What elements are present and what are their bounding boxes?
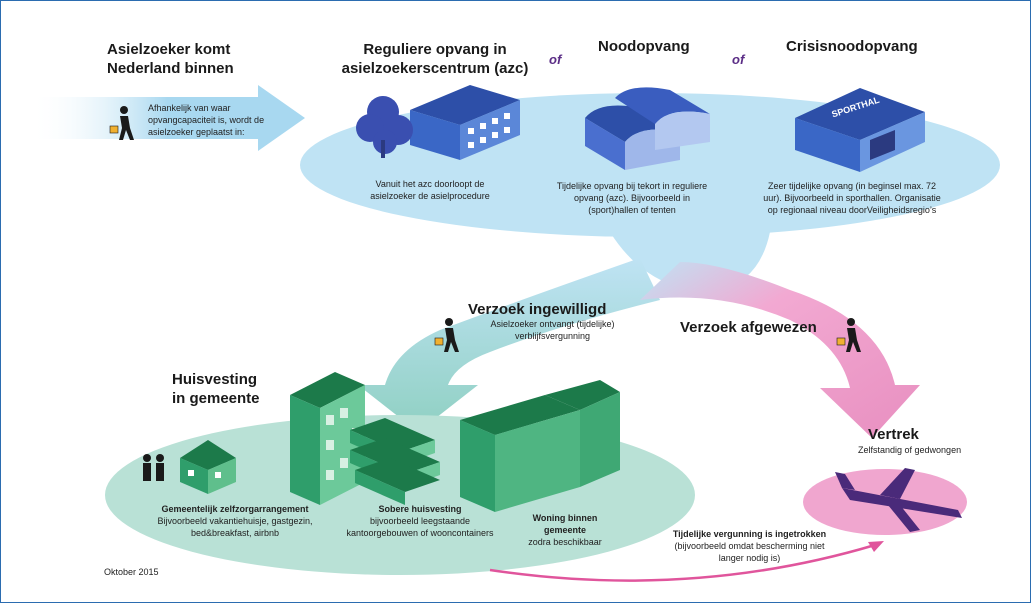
entry-arrow <box>30 85 305 151</box>
emergency-title: Noodopvang <box>598 38 690 55</box>
granted-title: Verzoek ingewilligd <box>468 301 607 318</box>
granted-arrow <box>358 258 660 432</box>
of-connector-1: of <box>549 52 562 67</box>
sober-housing-desc: bijvoorbeeld leegstaande kantoorgebouwen… <box>346 516 494 538</box>
entry-title: Asielzoeker komt Nederland binnen <box>107 41 234 77</box>
revoked-text: Tijdelijke vergunning is ingetrokken (bi… <box>662 528 837 564</box>
sporthal-icon: SPORTHAL <box>795 88 925 172</box>
walking-person-rejected-icon <box>836 318 861 352</box>
apartment-block-icon <box>460 380 620 512</box>
home-desc: zodra beschikbaar <box>528 537 602 547</box>
granted-desc: Asielzoeker ontvangt (tijdelijke) verbli… <box>490 319 615 341</box>
of-connector-2: of <box>732 52 745 67</box>
revoked-desc: (bijvoorbeeld omdat bescherming niet lan… <box>674 541 825 563</box>
home-title: Woning binnen gemeente <box>532 513 598 535</box>
azc-building-icon <box>410 85 520 160</box>
housing-title: Huisvesting in gemeente <box>172 371 260 407</box>
regular-desc: Vanuit het azc doorloopt de asielzoeker … <box>370 179 490 201</box>
revoked-arrowhead <box>868 541 884 552</box>
revoked-title: Tijdelijke vergunning is ingetrokken <box>672 529 827 539</box>
crisis-desc: Zeer tijdelijke opvang (in beginsel max.… <box>763 181 941 215</box>
self-arrangement-desc: Bijvoorbeeld vakantiehuisje, gastgezin, … <box>157 516 313 538</box>
crisis-title: Crisisnoodopvang <box>786 38 918 55</box>
departure-title: Vertrek <box>868 426 919 443</box>
date-label: Oktober 2015 <box>104 567 159 577</box>
small-house-icon <box>180 440 236 494</box>
container-stack-icon <box>350 418 440 505</box>
office-building-icon <box>290 372 365 505</box>
emergency-desc: Tijdelijke opvang bij tekort in regulier… <box>556 181 708 215</box>
revoked-arrow <box>489 543 876 582</box>
tree-icon <box>356 96 413 158</box>
departure-desc: Zelfstandig of gedwongen <box>858 445 962 455</box>
two-persons-icon <box>143 454 164 481</box>
walking-person-granted-icon <box>434 318 459 352</box>
self-arrangement-title: Gemeentelijk zelfzorgarrangement <box>161 504 309 514</box>
walking-person-icon <box>109 106 134 140</box>
entry-note: Afhankelijk van waar opvangcapaciteit is… <box>148 103 265 137</box>
rejected-arrow <box>640 262 920 438</box>
rejected-title: Verzoek afgewezen <box>680 319 817 336</box>
tent-hall-icon <box>585 87 710 170</box>
airplane-icon <box>835 468 962 532</box>
sober-housing-title: Sobere huisvesting <box>378 504 462 514</box>
regular-title: Reguliere opvang in asielzoekerscentrum … <box>341 41 529 77</box>
